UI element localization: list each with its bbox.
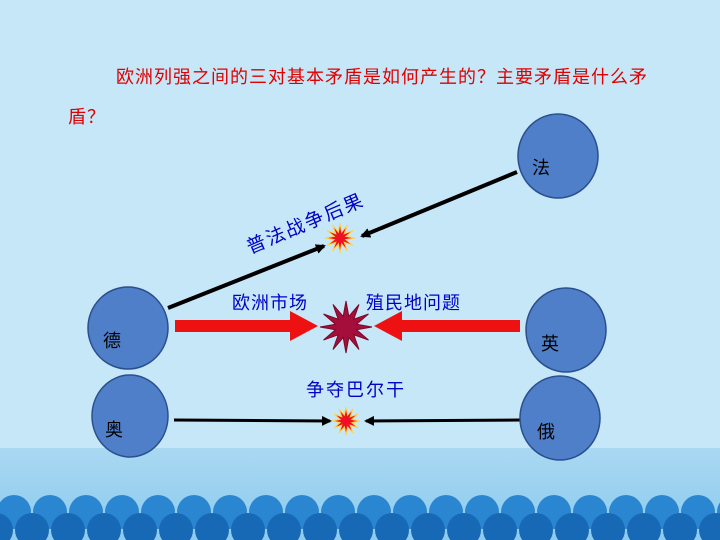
wave-bump: [0, 513, 13, 540]
wave-bump: [375, 513, 409, 540]
red-arrow-britain: [374, 311, 520, 341]
wave-bump: [555, 513, 589, 540]
node-germany: 德: [87, 286, 169, 370]
node-britain-label: 英: [541, 334, 559, 355]
burst-franco-prussian: [324, 222, 356, 254]
label-european-market: 欧洲市场: [232, 293, 308, 314]
burst-balkans: [331, 406, 361, 436]
label-colonial: 殖民地问题: [366, 292, 461, 314]
wave-bump: [447, 513, 481, 540]
wave-bump: [267, 513, 301, 540]
wave-bump: [519, 513, 553, 540]
node-austria: 奥: [91, 374, 169, 458]
wave-bump: [663, 513, 697, 540]
arrow-russia-to-burst: [364, 415, 521, 426]
wave-bump: [303, 513, 337, 540]
burst-main-conflict: [319, 300, 373, 354]
node-russia: 俄: [519, 375, 601, 461]
arrow-france-to-burst: [360, 170, 518, 238]
question-text: 欧洲列强之间的三对基本矛盾是如何产生的？主要矛盾是什么矛盾？: [68, 58, 668, 138]
node-france: 法: [517, 113, 599, 199]
wave-bump: [483, 513, 517, 540]
node-austria-label: 奥: [105, 420, 123, 441]
arrow-austria-to-burst: [173, 415, 332, 426]
wave-bump: [51, 513, 85, 540]
node-russia-label: 俄: [537, 422, 555, 443]
node-france-label: 法: [532, 158, 550, 179]
red-arrow-germany: [175, 311, 318, 341]
wave-decoration: [0, 495, 720, 540]
question-label: 欧洲列强之间的三对基本矛盾是如何产生的？主要矛盾是什么矛盾？: [68, 67, 648, 128]
wave-bump: [411, 513, 445, 540]
wave-bump: [195, 513, 229, 540]
arrow-germany-to-burst: [167, 244, 326, 310]
wave-bump: [627, 513, 661, 540]
wave-bump: [15, 513, 49, 540]
wave-bump: [123, 513, 157, 540]
wave-bump: [231, 513, 265, 540]
node-britain: 英: [525, 287, 607, 373]
wave-bump: [339, 513, 373, 540]
label-balkans: 争夺巴尔干: [306, 380, 406, 401]
wave-bump: [87, 513, 121, 540]
wave-bump: [159, 513, 193, 540]
wave-bump: [591, 513, 625, 540]
node-germany-label: 德: [103, 331, 121, 352]
wave-bump: [699, 513, 720, 540]
label-franco-prussian: 普法战争后果: [243, 189, 368, 258]
